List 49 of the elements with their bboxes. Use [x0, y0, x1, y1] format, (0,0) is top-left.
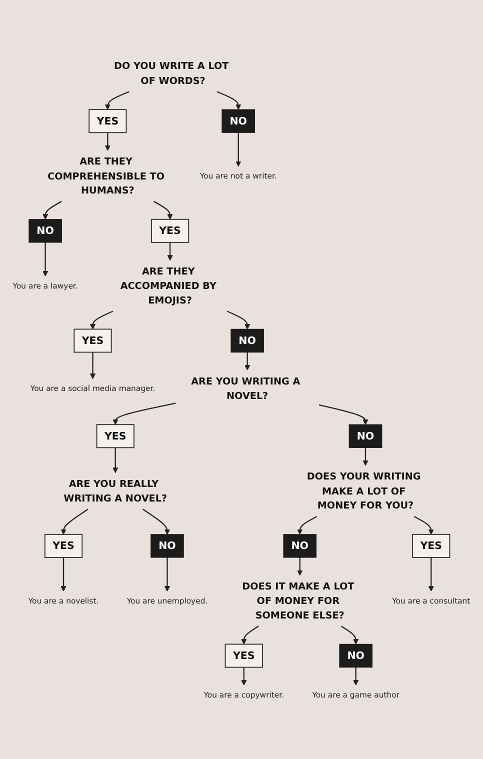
arrow: [241, 626, 259, 644]
arrow: [226, 310, 250, 330]
node-box: [339, 644, 372, 668]
arrow: [236, 132, 242, 166]
arrow: [428, 557, 434, 592]
arrow: [297, 516, 318, 534]
arrow: [112, 447, 118, 473]
arrow: [42, 200, 62, 220]
node-box: [150, 534, 184, 558]
node-box: [150, 218, 190, 243]
arrow: [167, 242, 173, 260]
arrow: [244, 352, 250, 370]
arrow: [318, 404, 368, 425]
node-text: ARE YOU REALLY WRITING A NOVEL?: [64, 478, 168, 504]
node-box: [230, 328, 264, 352]
node-box: [96, 424, 134, 448]
arrow: [297, 557, 303, 576]
node-box: [222, 108, 255, 133]
arrow: [42, 242, 48, 276]
node-text: ARE THEY ACCOMPANIED BY EMOJIS?: [120, 265, 216, 306]
arrow: [154, 200, 173, 220]
node-box: [88, 108, 127, 133]
arrow: [142, 508, 170, 534]
node-box: [348, 424, 382, 448]
node-box: [74, 328, 112, 352]
node-box: [44, 534, 83, 558]
arrow: [90, 352, 96, 379]
arrow: [340, 626, 359, 644]
node-text: DOES YOUR WRITING MAKE A LOT OF MONEY FOR YOU?: [306, 470, 421, 511]
node-box: [283, 534, 316, 558]
arrow: [164, 557, 170, 592]
node-text: ARE YOU WRITING A NOVEL?: [191, 375, 300, 401]
arrow: [104, 90, 130, 110]
arrow: [414, 516, 434, 534]
arrow: [362, 447, 368, 466]
node-box: [28, 218, 62, 242]
arrow: [241, 667, 247, 686]
node-text: DOES IT MAKE A LOT OF MONEY FOR SOMEONE ELSE?: [242, 580, 354, 621]
node-box: [224, 643, 263, 668]
arrow: [104, 132, 110, 150]
arrow: [353, 667, 359, 686]
node-text: ARE THEY COMPREHENSIBLE TO HUMANS?: [48, 155, 164, 196]
arrow: [90, 310, 114, 330]
arrow: [60, 508, 88, 534]
node-text: DO YOU WRITE A LOT OF WORDS?: [114, 60, 229, 86]
arrow: [216, 90, 242, 110]
arrow: [112, 402, 176, 425]
node-box: [412, 534, 450, 558]
arrow: [60, 557, 66, 592]
